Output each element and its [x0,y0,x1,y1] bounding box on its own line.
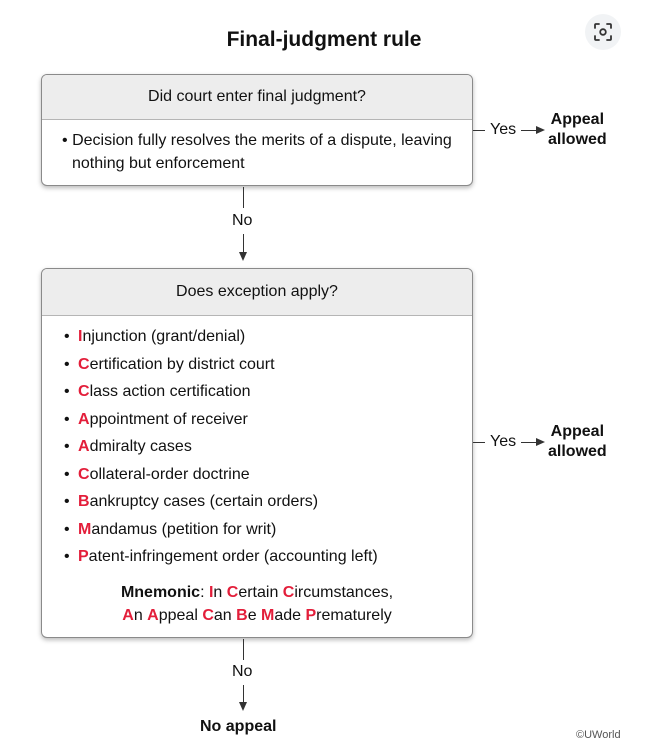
mnemonic-letter: C [282,583,295,601]
connector-line [243,639,244,660]
mnemonic-letter: I [78,328,83,345]
exception-box: Does exception apply? • Injunction (grant… [41,268,473,638]
mnemonic-word: rematurely [316,606,392,624]
mnemonic-word: ppeal [158,606,203,624]
bullet: • [64,493,70,510]
connector-line [243,234,244,253]
mnemonic-label: Mnemonic [120,583,201,601]
diagram-title: Final-judgment rule [226,28,422,51]
mnemonic-word: n [133,606,148,624]
bullet: • [64,383,70,400]
appeal-allowed-2: Appeal allowed [548,422,607,462]
exception-text: ertification by district court [89,355,275,373]
exception-text: lass action certification [89,383,251,400]
bullet: • [64,410,70,428]
final-judgment-description: • Decision fully resolves the merits of … [42,120,472,175]
mnemonic-letter: C [202,606,214,624]
bullet: • [64,548,70,565]
mnemonic-letter: C [78,465,90,483]
mnemonic-letter: P [78,548,89,565]
mnemonic-letter: C [78,383,90,400]
mnemonic-block: Mnemonic: In Certain Circumstances, An A… [42,581,472,627]
no-appeal-result: No appeal [200,718,277,735]
exception-text: ollateral-order doctrine [89,465,250,483]
exception-question: Does exception apply? [42,269,472,316]
appeal-allowed-line1: Appeal [550,111,605,128]
final-judgment-box: Did court enter final judgment? • Decisi… [41,74,473,186]
exception-text: ankruptcy cases (certain orders) [89,493,319,510]
connector-line [473,130,485,131]
exception-text: njunction (grant/denial) [82,328,246,345]
bullet: • [64,465,70,483]
arrow-right-icon [536,126,545,134]
mnemonic-letter: A [78,410,90,428]
list-item: • Injunction (grant/denial) [64,323,472,351]
mnemonic-word: an [213,606,237,624]
list-item: • Mandamus (petition for writ) [64,516,472,544]
yes-label-1: Yes [490,121,517,138]
lens-search-icon [594,23,612,41]
watermark: ©UWorld [576,729,621,741]
appeal-allowed-1: Appeal allowed [548,110,607,150]
exception-text: atent-infringement order (accounting lef… [88,548,378,565]
mnemonic-letter: A [147,606,159,624]
appeal-allowed-line1: Appeal [550,423,605,440]
connector-line [521,442,537,443]
list-item: • Appointment of receiver [64,406,472,434]
exception-text: dmiralty cases [89,438,192,455]
mnemonic-word: e [247,606,262,624]
mnemonic-word: n [213,583,227,601]
bullet: • [64,355,70,373]
list-item: • Certification by district court [64,351,472,379]
bullet: • [64,438,70,455]
mnemonic-word: ircumstances, [294,583,394,601]
mnemonic-line-2: An Appeal Can Be Made Prematurely [42,604,472,627]
exception-text: andamus (petition for writ) [91,520,277,538]
mnemonic-letter: A [78,438,90,455]
bullet: • [64,520,70,538]
list-item: • Admiralty cases [64,433,472,461]
mnemonic-word: ade [274,606,306,624]
mnemonic-line-1: Mnemonic: In Certain Circumstances, [120,583,394,601]
no-label-1: No [232,212,253,229]
mnemonic-letter: C [78,355,90,373]
mnemonic-letter: C [226,583,239,601]
lens-search-button[interactable] [585,14,621,50]
appeal-allowed-line2: allowed [548,443,607,460]
list-item: • Class action certification [64,378,472,406]
arrow-down-icon [239,702,247,711]
final-judgment-question: Did court enter final judgment? [42,75,472,120]
mnemonic-letter: I [208,583,214,601]
arrow-down-icon [239,252,247,261]
mnemonic-letter: M [261,606,275,624]
exception-text: ppointment of receiver [89,410,248,428]
arrow-right-icon [536,438,545,446]
mnemonic-letter: M [78,520,92,538]
mnemonic-letter: B [78,493,90,510]
appeal-allowed-line2: allowed [548,131,607,148]
list-item: • Patent-infringement order (accounting l… [64,543,472,571]
yes-label-2: Yes [490,433,517,450]
bullet: • [62,132,68,149]
mnemonic-letter: A [122,606,134,624]
connector-line [521,130,537,131]
description-text: Decision fully resolves the merits of a … [72,132,452,172]
mnemonic-letter: P [305,606,317,624]
mnemonic-word: ertain [238,583,283,601]
exception-list: • Injunction (grant/denial) • Certificatio… [42,316,472,571]
mnemonic-letter: B [236,606,248,624]
connector-line [243,685,244,703]
list-item: • Bankruptcy cases (certain orders) [64,488,472,516]
connector-line [243,187,244,208]
no-label-2: No [232,663,253,680]
connector-line [473,442,485,443]
list-item: • Collateral-order doctrine [64,461,472,489]
bullet: • [64,328,70,345]
